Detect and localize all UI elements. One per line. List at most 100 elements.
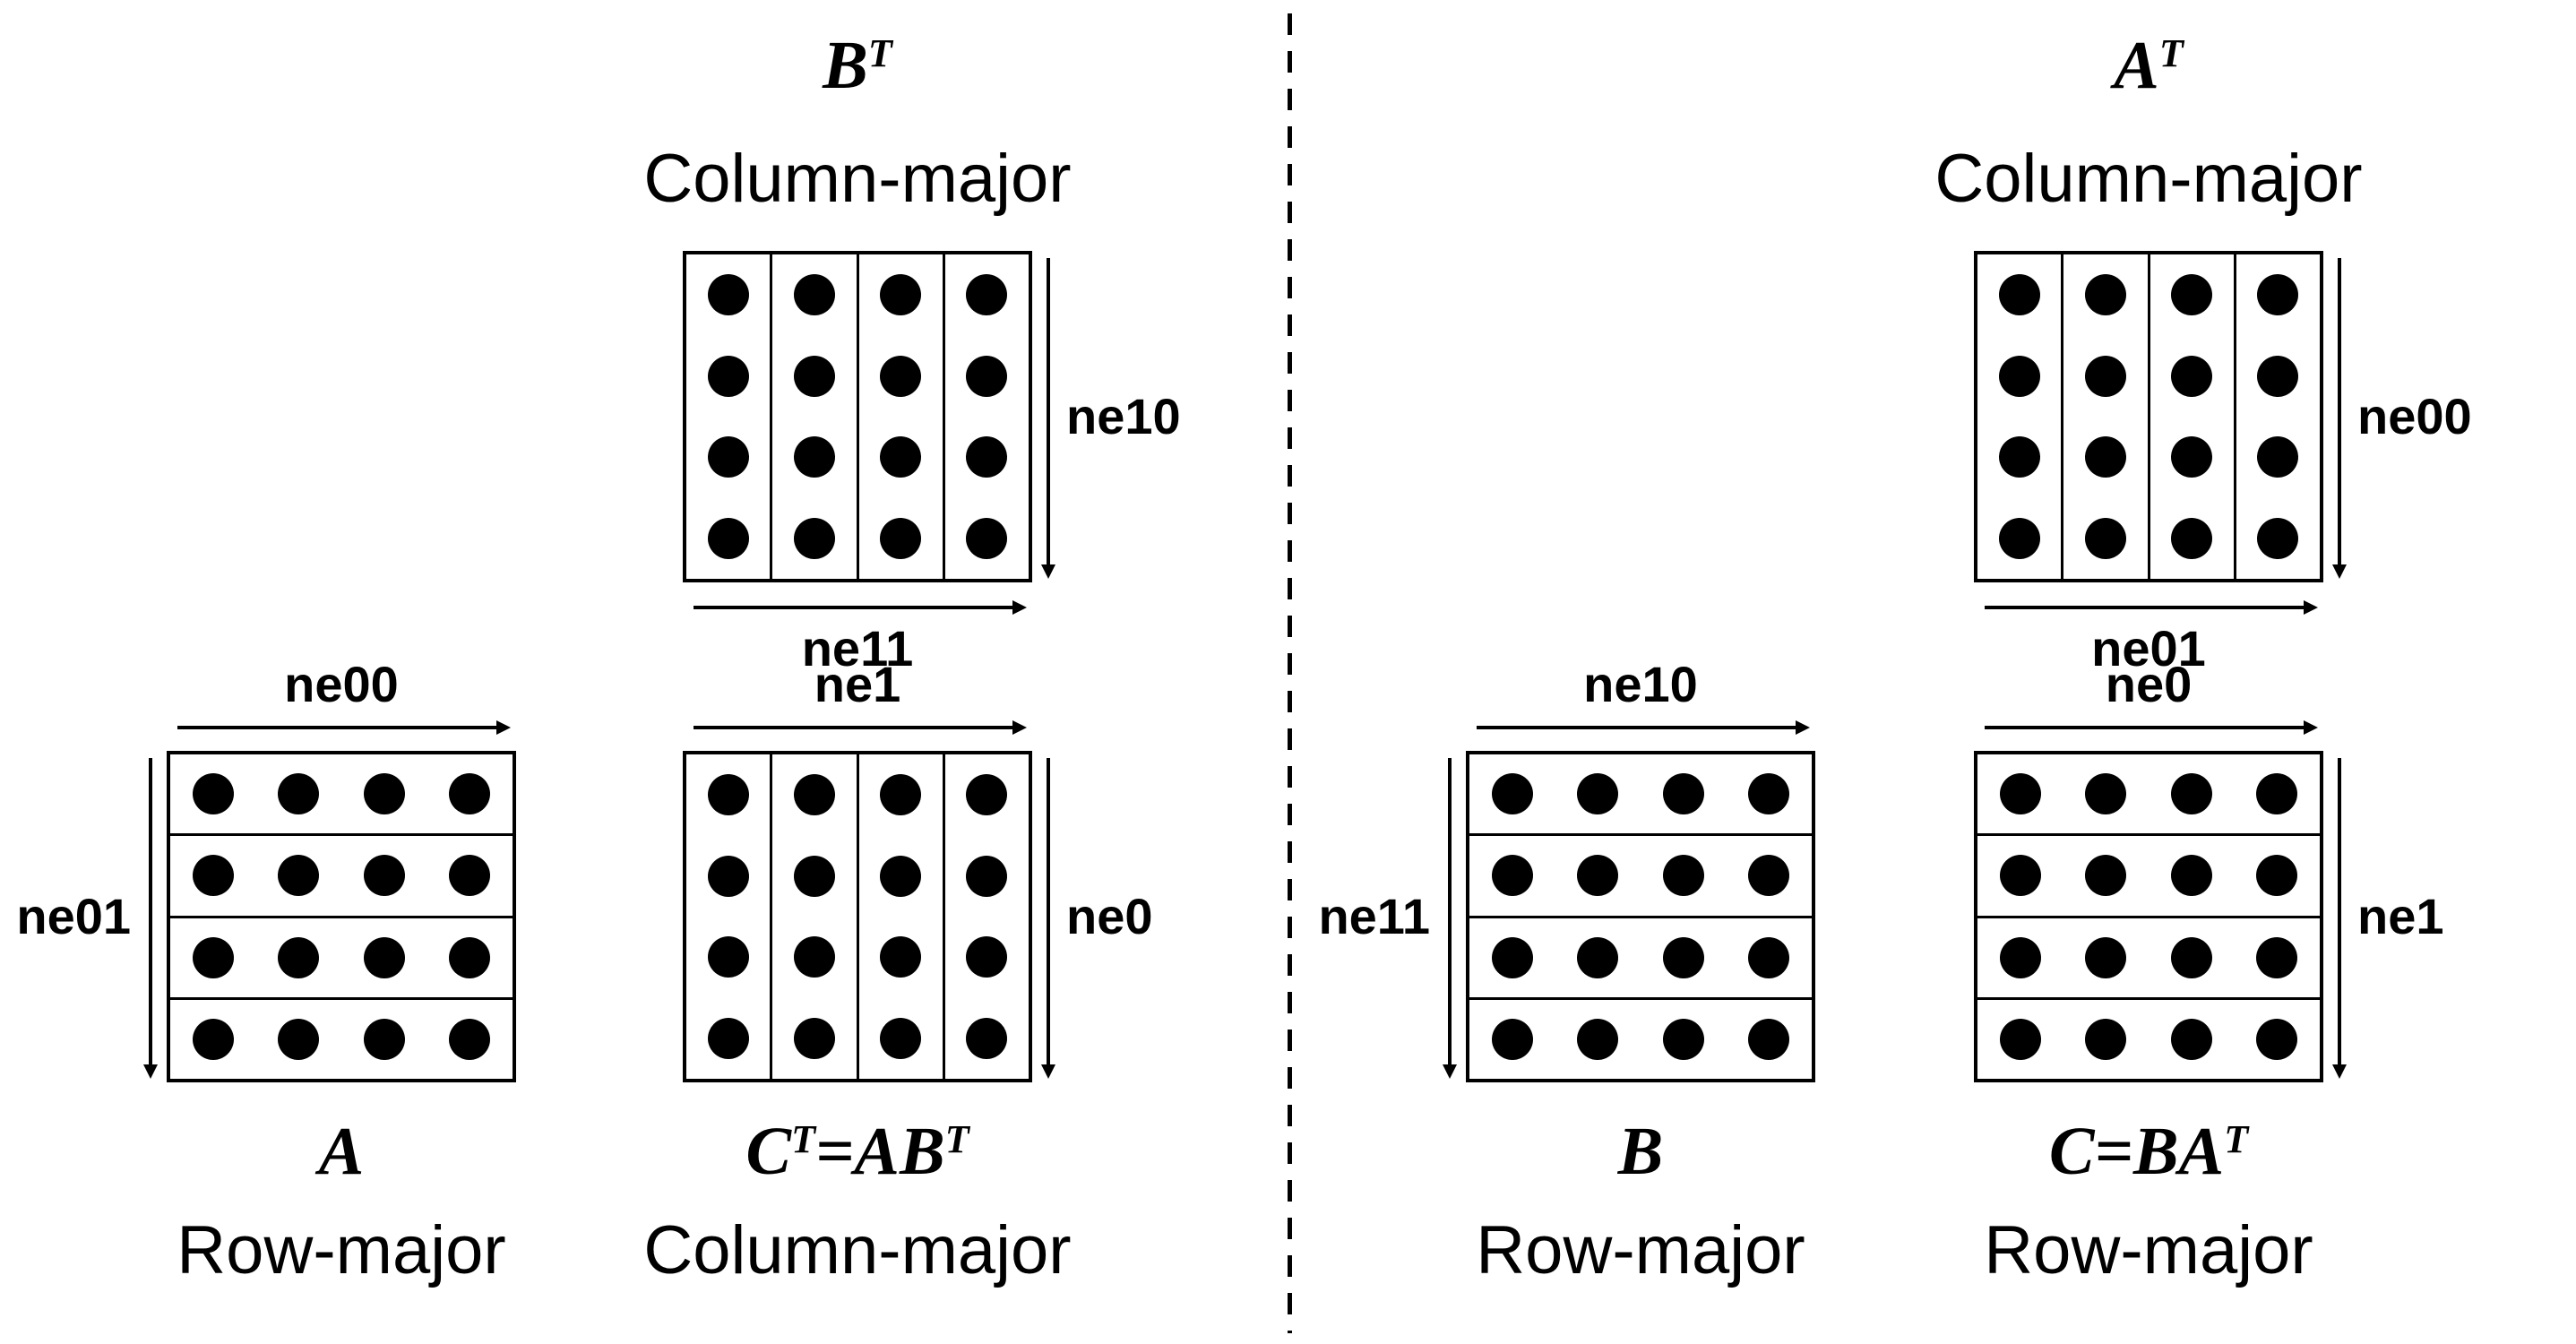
matrix-column-stripe (2236, 254, 2320, 579)
matrix-element-dot (793, 936, 835, 978)
arrow-line (1477, 726, 1799, 729)
a-left-arrow (143, 758, 158, 1079)
matrix-element-dot (1491, 936, 1533, 978)
matrix-element-dot (192, 936, 234, 978)
matrix-element-dot (2085, 855, 2127, 897)
matrix-element-dot (363, 1018, 405, 1060)
matrix-element-dot (2171, 355, 2213, 397)
matrix-column-stripe (2150, 254, 2236, 579)
a-transpose-right-arrow (2332, 258, 2347, 579)
matrix-element-dot (2257, 355, 2299, 397)
math-segment: A (318, 1114, 365, 1189)
matrix-element-dot (1662, 773, 1704, 815)
matrix-element-dot (1577, 773, 1619, 815)
arrow-line (1047, 758, 1050, 1068)
matrix-row-stripe (170, 1000, 513, 1079)
arrow-line (1985, 606, 2307, 609)
matrix-element-dot (363, 936, 405, 978)
matrix-element-dot (880, 436, 922, 478)
matrix-element-dot (1999, 936, 2041, 978)
matrix-element-dot (880, 936, 922, 978)
matrix-element-dot (1999, 1018, 2041, 1060)
matrix-row-stripe (1469, 1000, 1812, 1079)
matrix-element-dot (2084, 436, 2126, 478)
dimension-label: ne01 (2091, 620, 2206, 676)
storage-order-label: Column-major (1934, 141, 2363, 217)
matrix-element-dot (1999, 855, 2041, 897)
matrix-element-dot (1998, 274, 2040, 316)
matrix-element-dot (2256, 936, 2298, 978)
a-top-arrow (177, 720, 511, 735)
arrow-line (694, 726, 1016, 729)
matrix-column-stripe (772, 754, 859, 1079)
matrix-element-dot (449, 1018, 491, 1060)
arrow-line (1047, 258, 1050, 568)
matrix-element-dot (966, 1017, 1008, 1059)
arrow-head (1796, 720, 1810, 735)
matrix-element-dot (793, 517, 835, 559)
matrix-row-stripe (1469, 836, 1812, 918)
matrix-element-dot (449, 936, 491, 978)
arrow-head (2332, 1064, 2347, 1079)
b-top-arrow (1477, 720, 1810, 735)
dimension-label: ne00 (284, 656, 399, 712)
matrix-column-stripe (945, 254, 1029, 579)
matrix-element-dot (793, 774, 835, 816)
matrix-name-a: A (0, 1114, 740, 1190)
matrix-element-dot (2256, 1018, 2298, 1060)
dimension-label: ne10 (1583, 656, 1698, 712)
matrix-row-stripe (170, 836, 513, 918)
matrix-element-dot (2085, 936, 2127, 978)
matrix-element-dot (1662, 855, 1704, 897)
matrix-element-dot (449, 773, 491, 815)
storage-order-label: Row-major (1984, 1212, 2313, 1288)
matrix-element-dot (2170, 1018, 2212, 1060)
math-segment: C=BA (2048, 1114, 2225, 1189)
matrix-element-dot (1748, 773, 1790, 815)
dimension-label: ne0 (1066, 888, 1153, 944)
storage-order-label: Row-major (177, 1212, 506, 1288)
matrix-column-stripe (1977, 254, 2064, 579)
arrow-head (2304, 600, 2318, 615)
dashed-divider (1288, 13, 1292, 1333)
matrix-element-dot (278, 855, 320, 897)
matrix-row-stripe (170, 754, 513, 837)
matrix-name-b-transpose: BT (459, 28, 1256, 104)
transpose-superscript: T (867, 30, 892, 75)
matrix-element-dot (1662, 1018, 1704, 1060)
matrix-element-dot (192, 855, 234, 897)
matrix-element-dot (278, 936, 320, 978)
arrow-line (2338, 258, 2341, 568)
matrix-element-dot (1577, 855, 1619, 897)
b-transpose-right-arrow (1041, 258, 1055, 579)
matrix-element-dot (363, 855, 405, 897)
matrix-element-dot (707, 1017, 749, 1059)
storage-order-label: Column-major (643, 1212, 1072, 1288)
matrix-element-dot (1998, 517, 2040, 559)
matrix-column-stripe (772, 254, 859, 579)
matrix-element-dot (793, 274, 835, 316)
dimension-label: ne0 (2105, 656, 2193, 712)
matrix-element-dot (880, 855, 922, 897)
matrix-name-a-transpose: AT (1750, 28, 2547, 104)
matrix-element-dot (1748, 936, 1790, 978)
arrow-head (1041, 564, 1055, 579)
matrix-element-dot (2256, 773, 2298, 815)
matrix-row-stripe (170, 918, 513, 1000)
dimension-label: ne11 (801, 620, 914, 676)
a-transpose-bottom-arrow (1985, 600, 2318, 615)
matrix-element-dot (880, 774, 922, 816)
matrix-name-b: B (1242, 1114, 2039, 1190)
matrix-row-stripe (1977, 918, 2320, 1000)
matrix-element-dot (707, 774, 749, 816)
arrow-head (1041, 1064, 1055, 1079)
arrow-line (1985, 726, 2307, 729)
matrix-column-stripe (859, 754, 945, 1079)
matrix-element-dot (707, 855, 749, 897)
matrix-element-dot (966, 436, 1008, 478)
math-segment: B (823, 28, 868, 103)
matrix-element-dot (2257, 436, 2299, 478)
arrow-head (2304, 720, 2318, 735)
matrix-element-dot (1491, 1018, 1533, 1060)
matrix-row-stripe (1977, 836, 2320, 918)
